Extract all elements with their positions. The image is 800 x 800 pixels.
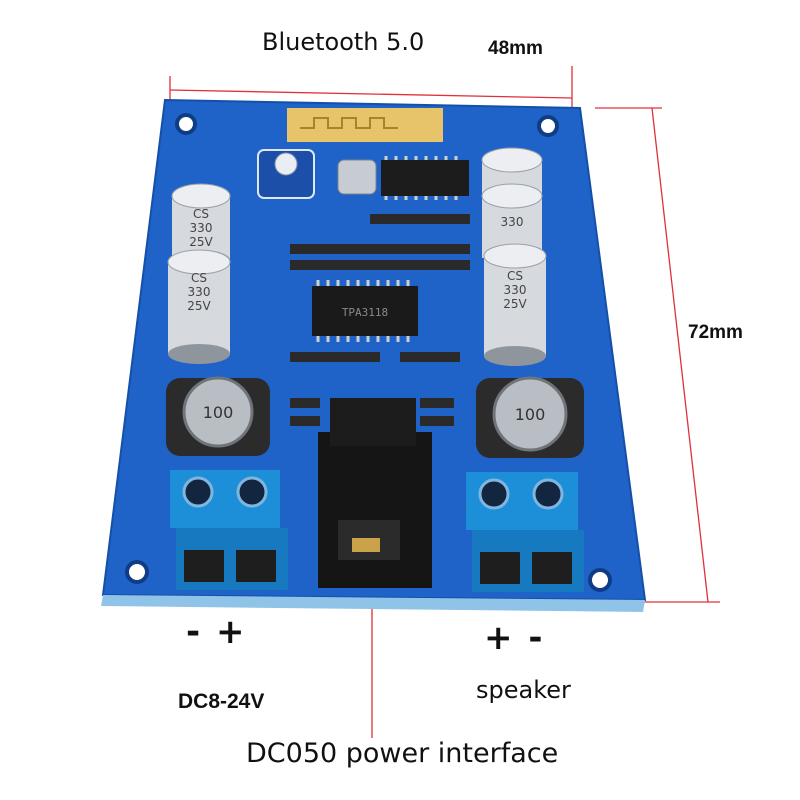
svg-text:100: 100 (203, 403, 234, 422)
width-dimension-label: 48mm (488, 38, 543, 59)
smd-components (290, 214, 470, 426)
bluetooth-label: Bluetooth 5.0 (262, 28, 425, 56)
input-terminal-block (170, 470, 288, 590)
speaker-polarity-label: + - (484, 618, 545, 658)
height-dimension-label: 72mm (688, 322, 743, 343)
svg-text:25V: 25V (189, 235, 213, 249)
svg-text:CS: CS (193, 207, 209, 221)
svg-text:CS: CS (191, 271, 207, 285)
svg-text:330: 330 (501, 215, 524, 229)
inductor-right: 100 (476, 376, 584, 458)
svg-text:CS: CS (507, 269, 523, 283)
dc-power-jack (318, 398, 432, 588)
amplifier-chip (312, 286, 418, 336)
input-polarity-label: - + (186, 612, 247, 652)
voltage-label: DC8-24V (178, 690, 265, 713)
svg-text:330: 330 (504, 283, 527, 297)
speaker-label: speaker (476, 676, 571, 704)
svg-text:100: 100 (515, 405, 546, 424)
svg-text:25V: 25V (187, 299, 211, 313)
capacitor-right-bottom: CS 330 25V (483, 243, 547, 366)
svg-text:25V: 25V (503, 297, 527, 311)
capacitor-left-bottom: CS 330 25V (167, 249, 231, 364)
power-interface-label: DC050 power interface (246, 738, 559, 769)
svg-text:330: 330 (190, 221, 213, 235)
pcb-edge (101, 595, 645, 612)
bluetooth-chip (381, 160, 469, 196)
svg-text:330: 330 (188, 285, 211, 299)
crystal (337, 159, 377, 195)
bluetooth-antenna (287, 108, 443, 142)
speaker-terminal-block (466, 472, 584, 592)
mounting-holes (125, 113, 612, 592)
inductor-left: 100 (166, 376, 270, 456)
chip-marking: TPA3118 (342, 306, 388, 319)
